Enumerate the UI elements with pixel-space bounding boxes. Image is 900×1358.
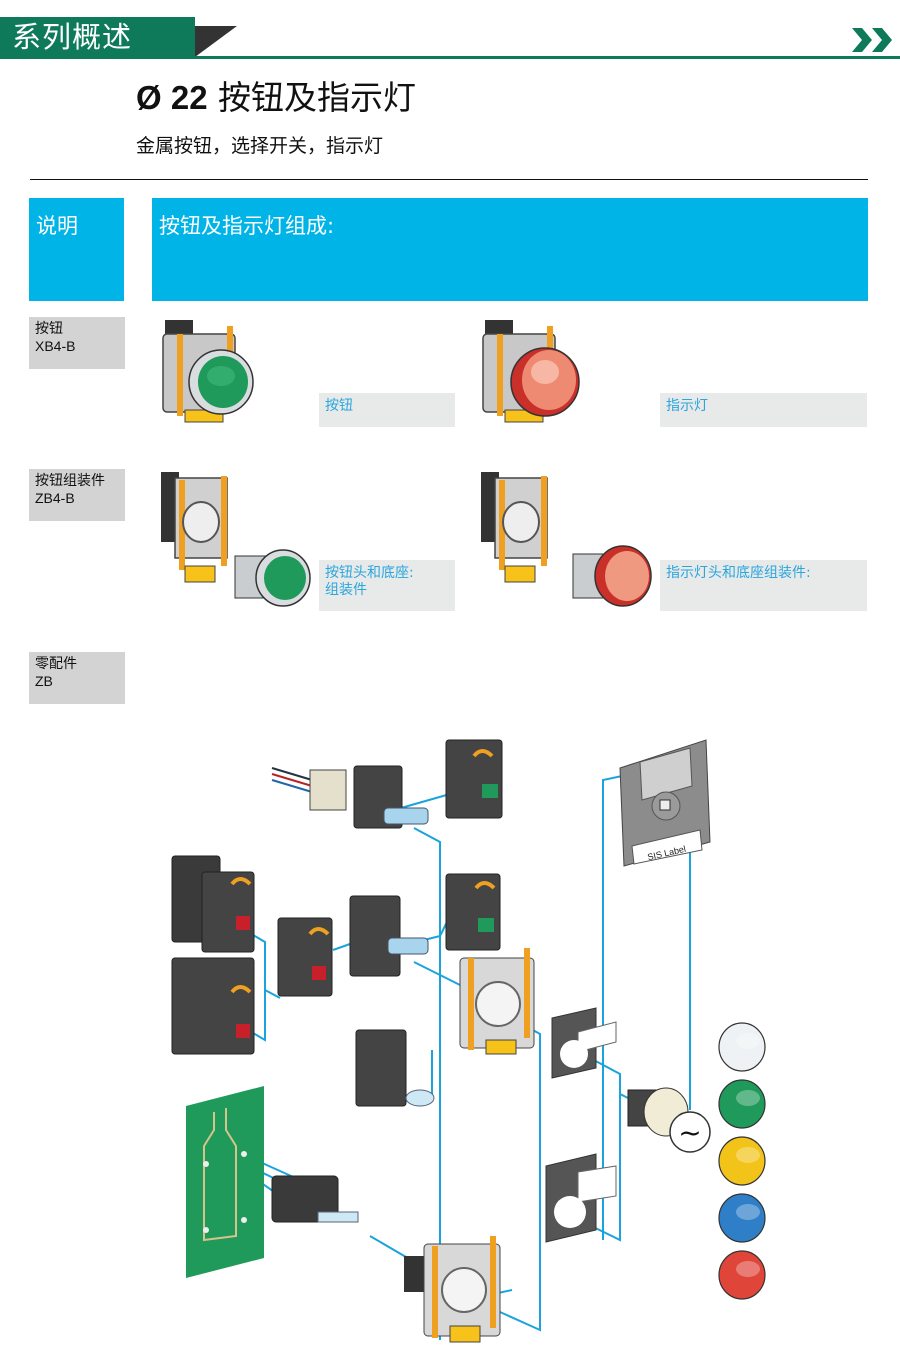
caption-pilot-light: 指示灯 [660, 393, 867, 427]
colored-lens-set [718, 1022, 766, 1300]
caption-pilot-light-assembly: 指示灯头和底座组装件: [660, 560, 867, 611]
lens-3 [718, 1193, 766, 1243]
legend-plate-large [545, 1153, 617, 1243]
caption-pushbutton-assembly: 按钮头和底座: 组装件 [319, 560, 455, 611]
red-pilot-light-image [482, 320, 580, 423]
caption-pushbutton: 按钮 [319, 393, 455, 427]
composition-heading: 按钮及指示灯组成: [159, 214, 335, 238]
side-label-code: ZB4-B [35, 490, 75, 506]
printed-circuit-board [186, 1086, 264, 1278]
caption-text: 按钮 [325, 398, 353, 414]
lens-1 [718, 1079, 766, 1129]
lens-highlight-3 [736, 1204, 760, 1220]
section-title: 系列概述 [12, 20, 133, 54]
green-pushbutton-image [162, 320, 254, 423]
pcb-contact-block [271, 1175, 359, 1223]
side-label-text: 按钮组装件 [35, 473, 105, 489]
description-label: 说明 [36, 214, 78, 238]
double-chevron-right-icon[interactable] [850, 26, 896, 54]
mounting-collar-lower [404, 1236, 501, 1343]
side-label-code: ZB [35, 673, 53, 689]
page-title: Ø 22 按钮及指示灯 [136, 78, 416, 118]
pushbutton-head-and-base-image [161, 472, 311, 607]
title-prefix: Ø 22 [136, 79, 208, 116]
contact-block-no-top [445, 739, 503, 819]
floppy-disk-icon: SIS Label [619, 739, 711, 867]
lens-0 [718, 1022, 766, 1072]
divider [30, 179, 868, 180]
lens-highlight-1 [736, 1090, 760, 1106]
contact-block-no-middle [445, 873, 501, 951]
exploded-parts-diagram: SIS Label ~ [171, 739, 766, 1343]
lens-4 [718, 1250, 766, 1300]
lens-highlight-4 [736, 1261, 760, 1277]
mounting-collar-upper [459, 948, 535, 1055]
light-block-middle [349, 895, 429, 977]
light-block-top [353, 765, 429, 829]
ac-symbol: ~ [678, 1116, 701, 1149]
caption-text: 指示灯 [666, 398, 708, 414]
lens-2 [718, 1136, 766, 1186]
side-label-text: 按钮 [35, 321, 63, 337]
side-label-pushbutton: 按钮 XB4-B [29, 317, 125, 369]
description-box [29, 198, 124, 301]
caption-line-1: 指示灯头和底座组装件: [666, 565, 811, 581]
lens-highlight-0 [736, 1033, 760, 1049]
bulb-holder-block [355, 1029, 435, 1107]
side-label-pushbutton-assembly: 按钮组装件 ZB4-B [29, 469, 125, 521]
side-label-code: XB4-B [35, 338, 76, 354]
section-header-band [0, 17, 195, 57]
header-wedge-decoration [195, 26, 237, 57]
lens-highlight-2 [736, 1147, 760, 1163]
side-label-text: 零配件 [35, 656, 77, 672]
contact-block-nc-middle [277, 917, 333, 997]
caption-line-1: 按钮头和底座: [325, 565, 414, 581]
pilot-light-head-ac: ~ [627, 1087, 711, 1153]
title-main: 按钮及指示灯 [218, 78, 417, 117]
pilot-light-head-and-base-image [481, 472, 652, 607]
header-rule [0, 56, 900, 59]
caption-line-2: 组装件 [325, 582, 367, 598]
composition-box [152, 198, 868, 301]
contact-block-stack-left [171, 855, 255, 1055]
side-label-accessories: 零配件 ZB [29, 652, 125, 704]
wire-connector-part [271, 767, 347, 811]
legend-plate-small [551, 1007, 617, 1079]
page-subtitle: 金属按钮，选择开关，指示灯 [136, 135, 384, 157]
